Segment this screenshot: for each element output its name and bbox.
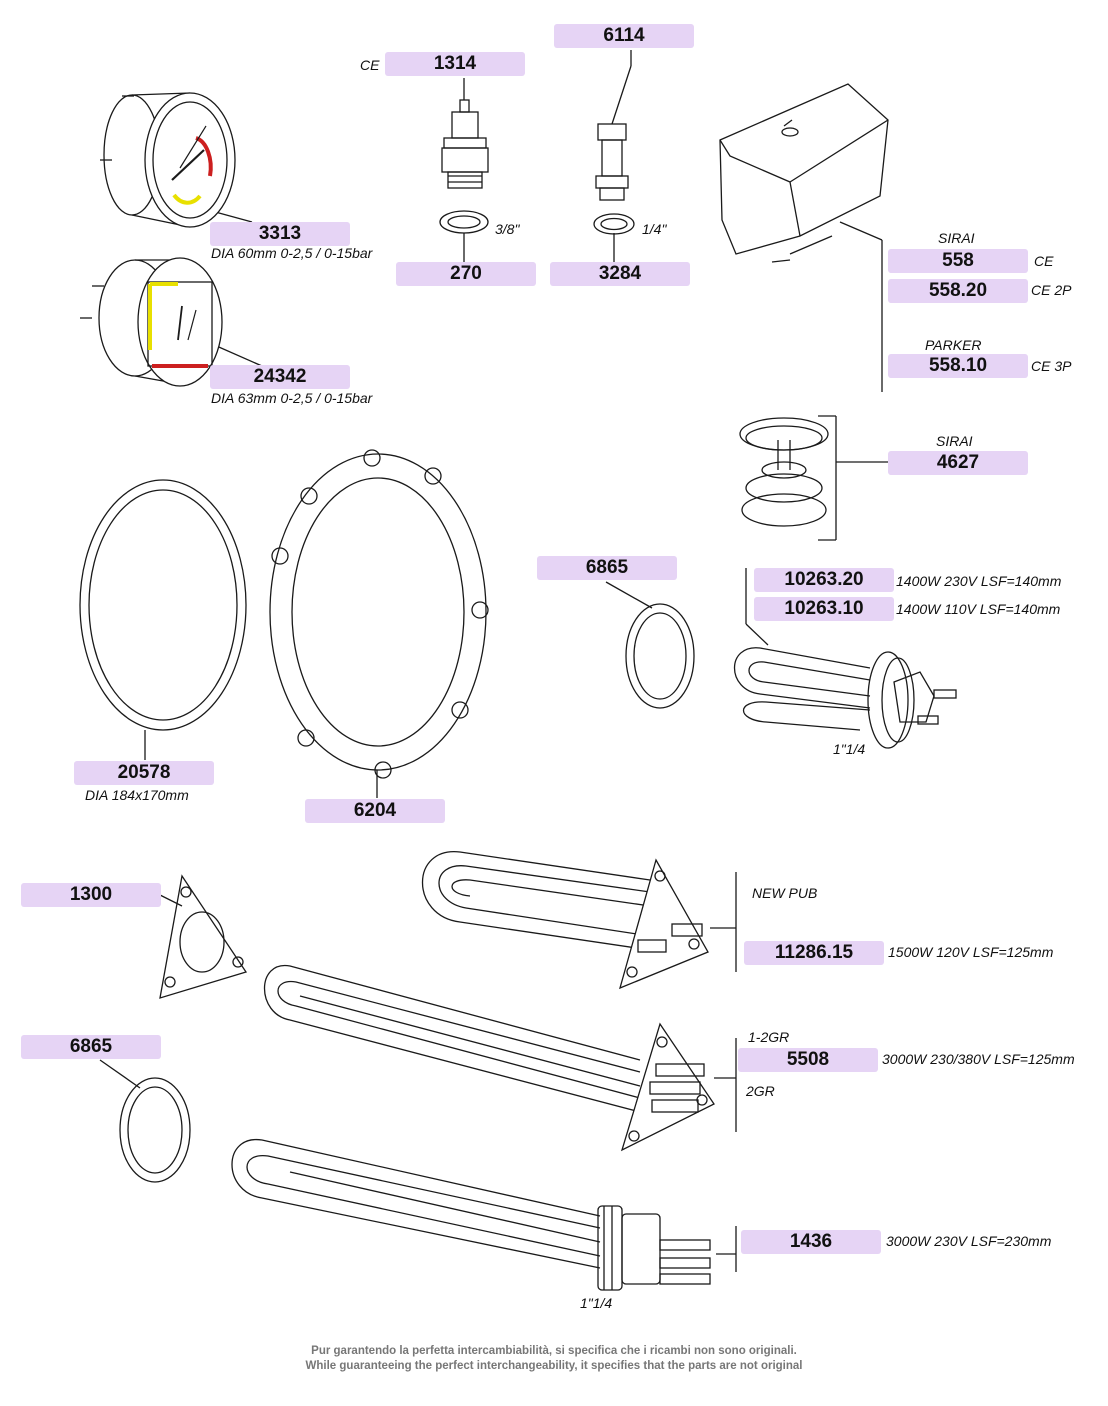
part-label-3284: 3284 [550, 262, 690, 286]
note-ce-2p: CE 2P [1031, 282, 1072, 298]
note-2gr: 2GR [746, 1083, 775, 1099]
part-label-558-20: 558.20 [888, 279, 1028, 303]
gasket-20578 [79, 479, 247, 731]
part-label-558: 558 [888, 249, 1028, 273]
note-thread-3-8: 3/8" [495, 221, 520, 237]
note-spec-1436: 3000W 230V LSF=230mm [886, 1233, 1052, 1249]
part-label-20578: 20578 [74, 761, 214, 785]
part-label-10263-20: 10263.20 [754, 568, 894, 592]
part-label-558-10: 558.10 [888, 354, 1028, 378]
note-dia-20578: DIA 184x170mm [85, 787, 189, 803]
footer-disclaimer-en: While guaranteeing the perfect interchan… [305, 1360, 803, 1372]
note-thread-1-1-4-top: 1"1/4 [833, 741, 866, 757]
heating-element-10263 [734, 647, 957, 749]
note-1-2gr: 1-2GR [748, 1029, 790, 1045]
note-spec-10263-10: 1400W 110V LSF=140mm [896, 601, 1061, 617]
part-label-6865-bottom: 6865 [21, 1035, 161, 1059]
pressure-gauge-3313 [100, 92, 236, 228]
heating-element-11286 [421, 851, 709, 990]
part-label-3313: 3313 [210, 222, 350, 246]
note-spec-10263-20: 1400W 230V LSF=140mm [896, 573, 1062, 589]
part-label-6204: 6204 [305, 799, 445, 823]
note-sirai-558: SIRAI [938, 230, 975, 246]
oring-6865-top [625, 603, 695, 709]
part-label-1314: 1314 [385, 52, 525, 76]
note-thread-1-4: 1/4" [642, 221, 667, 237]
note-parker: PARKER [925, 337, 982, 353]
valve-6114 [593, 123, 635, 235]
pressure-diaphragm-4627 [739, 417, 829, 527]
pressure-gauge-24342 [80, 257, 223, 387]
part-label-11286-15: 11286.15 [744, 941, 884, 965]
oring-6865-bottom [119, 1077, 191, 1183]
footer-disclaimer-it: Pur garantendo la perfetta intercambiabi… [311, 1345, 797, 1357]
part-label-4627: 4627 [888, 451, 1028, 475]
flange-gasket-1300 [159, 874, 248, 999]
part-label-24342: 24342 [210, 365, 350, 389]
note-sirai-4627: SIRAI [936, 433, 973, 449]
note-spec-5508: 3000W 230/380V LSF=125mm [882, 1051, 1075, 1067]
part-label-6865-top: 6865 [537, 556, 677, 580]
note-dia-3313: DIA 60mm 0-2,5 / 0-15bar [211, 245, 373, 261]
note-ce-1314: CE [360, 57, 380, 73]
note-new-pub: NEW PUB [752, 885, 818, 901]
heating-element-5508 [263, 965, 715, 1152]
heating-element-1436 [231, 1139, 711, 1291]
part-label-6114: 6114 [554, 24, 694, 48]
pressure-switch-558 [719, 83, 889, 263]
part-label-1436: 1436 [741, 1230, 881, 1254]
flange-gasket-6204 [269, 449, 489, 779]
note-ce-558: CE [1034, 253, 1054, 269]
note-ce-3p: CE 3P [1031, 358, 1072, 374]
part-label-5508: 5508 [738, 1048, 878, 1072]
part-label-270: 270 [396, 262, 536, 286]
note-dia-24342: DIA 63mm 0-2,5 / 0-15bar [211, 390, 373, 406]
note-thread-1-1-4-bottom: 1"1/4 [580, 1295, 613, 1311]
part-label-10263-10: 10263.10 [754, 597, 894, 621]
valve-1314 [439, 99, 489, 234]
note-spec-11286-15: 1500W 120V LSF=125mm [888, 944, 1054, 960]
part-label-1300: 1300 [21, 883, 161, 907]
